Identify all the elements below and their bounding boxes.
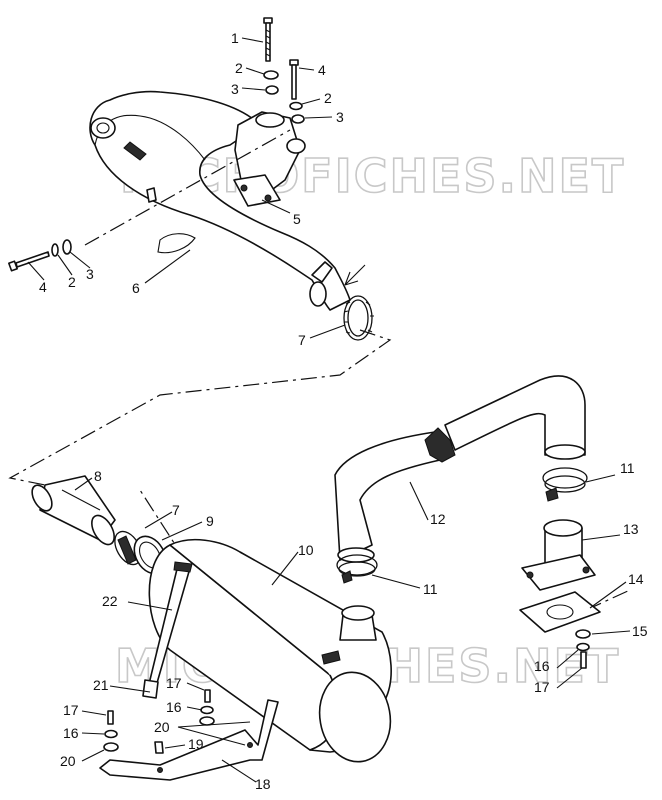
callout-4a: 4 bbox=[318, 62, 326, 78]
hardware-right bbox=[575, 629, 591, 669]
callout-22: 22 bbox=[102, 593, 118, 609]
adapter-13 bbox=[521, 519, 596, 591]
bolt-1 bbox=[263, 17, 273, 62]
callout-4b: 4 bbox=[39, 279, 47, 295]
callout-11a: 11 bbox=[423, 581, 438, 597]
callout-17a: 17 bbox=[534, 679, 550, 695]
callout-7b: 7 bbox=[172, 502, 180, 518]
callout-2a: 2 bbox=[235, 60, 243, 76]
callout-9: 9 bbox=[206, 513, 214, 529]
hardware-lower bbox=[103, 689, 215, 754]
callout-16a: 16 bbox=[534, 658, 550, 674]
callout-7a: 7 bbox=[298, 332, 306, 348]
callout-10: 10 bbox=[298, 542, 314, 558]
callout-11b: 11 bbox=[620, 460, 635, 476]
callout-3b: 3 bbox=[336, 109, 344, 125]
callout-labels: 1 2 3 4 2 3 4 2 3 5 6 7 8 7 9 10 11 11 1… bbox=[39, 30, 648, 792]
callout-13: 13 bbox=[623, 521, 639, 537]
head-pipe-6 bbox=[89, 90, 351, 311]
leader-lines bbox=[27, 37, 631, 783]
callout-20a: 20 bbox=[60, 753, 76, 769]
stud bbox=[146, 187, 157, 203]
callout-19: 19 bbox=[188, 736, 204, 752]
strap-22 bbox=[142, 561, 193, 699]
callout-5: 5 bbox=[293, 211, 301, 227]
arrow-indicator bbox=[344, 264, 366, 286]
callout-2c: 2 bbox=[68, 274, 76, 290]
clamp-7a bbox=[343, 295, 374, 341]
exhaust-flange-5 bbox=[233, 111, 306, 207]
bolt-4b bbox=[8, 251, 50, 272]
centerline-routing bbox=[8, 329, 392, 486]
washer-3c bbox=[62, 239, 72, 255]
washer-3b bbox=[291, 114, 305, 124]
callout-17b: 17 bbox=[166, 675, 182, 691]
washer-3a bbox=[265, 85, 279, 95]
callout-12: 12 bbox=[430, 511, 446, 527]
centerline-bolt bbox=[84, 129, 291, 246]
pipe-8 bbox=[31, 475, 116, 546]
callout-8: 8 bbox=[94, 468, 102, 484]
callout-3c: 3 bbox=[86, 266, 94, 282]
clamp-11a bbox=[336, 554, 378, 584]
gasket-14 bbox=[519, 591, 601, 633]
callout-3a: 3 bbox=[231, 81, 239, 97]
muffler-10 bbox=[148, 538, 392, 763]
callout-16c: 16 bbox=[63, 725, 79, 741]
washer-2b bbox=[289, 101, 303, 111]
callout-16b: 16 bbox=[166, 699, 182, 715]
callout-15: 15 bbox=[632, 623, 648, 639]
callout-18: 18 bbox=[255, 776, 271, 792]
washer-2c bbox=[51, 243, 59, 257]
callout-21: 21 bbox=[93, 677, 109, 693]
clamp-11b bbox=[542, 467, 588, 502]
callout-17c: 17 bbox=[63, 702, 79, 718]
bracket-18 bbox=[99, 699, 279, 781]
callout-20b: 20 bbox=[154, 719, 170, 735]
callout-2b: 2 bbox=[324, 90, 332, 106]
washer-2a bbox=[263, 70, 279, 80]
callout-1: 1 bbox=[231, 30, 239, 46]
callout-14: 14 bbox=[628, 571, 644, 587]
callout-6: 6 bbox=[132, 280, 140, 296]
bolt-4a bbox=[289, 59, 299, 100]
